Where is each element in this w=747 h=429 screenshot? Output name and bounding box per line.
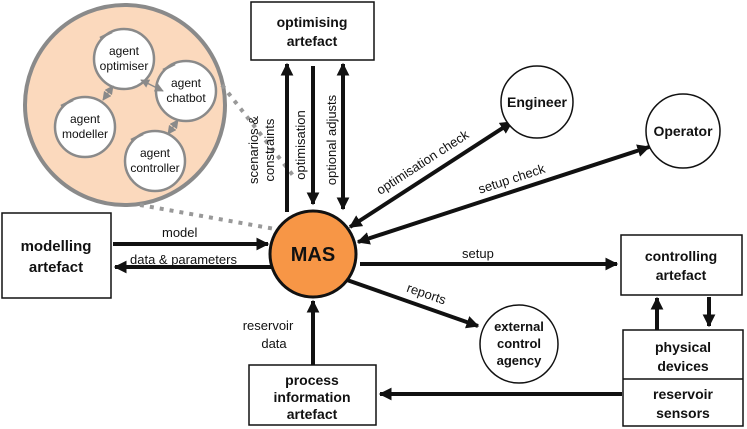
label-optimisation: optimisation [293,110,308,179]
cycle-arrow-icon [162,62,176,72]
cycle-arrow-icon [130,132,144,142]
cycle-arrow-icon [60,98,74,108]
agent-link-optimiser-modeller [102,85,114,101]
external-line2: control [497,336,541,351]
node-operator: Operator [645,93,721,169]
controlling-line2: artefact [656,267,707,283]
node-modelling-artefact: modelling artefact [1,212,112,299]
agent-link-optimiser-chatbot [140,79,164,92]
agent-chatbot-line1: agent [171,76,202,90]
label-optional-adjusts: optional adjusts [324,94,339,185]
process-line3: artefact [287,406,338,422]
sensors-line1: reservoir [653,386,713,402]
agent-optimiser-line1: agent [109,44,140,58]
engineer-label: Engineer [507,94,567,110]
edge-optimisation-check [348,120,514,229]
cycle-arrow-icon [99,30,113,40]
process-line2: information [274,389,351,405]
agent-controller-line2: controller [130,161,179,175]
process-line1: process [285,372,339,388]
optimising-line1: optimising [277,14,348,30]
svg-text:scenarios &constraints: scenarios &constraints [246,116,277,184]
label-reservoir-data-line1: reservoir [243,318,294,333]
agent-controller-line1: agent [140,146,171,160]
node-optimising-artefact: optimising artefact [250,1,375,61]
agent-modeller-line1: agent [70,112,101,126]
label-reservoir-data-line2: data [261,336,287,351]
label-model: model [162,225,198,240]
node-mas: MAS [268,209,358,299]
node-controlling-artefact: controlling artefact [620,234,743,296]
edge-setup-check [356,144,651,245]
mas-label: MAS [291,244,335,266]
agent-link-chatbot-controller [167,119,179,135]
node-physical-devices-sensors: physical devices reservoir sensors [622,329,744,427]
controlling-line1: controlling [645,248,717,264]
label-optimisation-check: optimisation check [374,127,472,198]
label-scenarios-line2: constraints [262,118,277,181]
agent-chatbot-line2: chatbot [166,91,206,105]
external-line1: external [494,319,544,334]
sensors-line2: sensors [656,405,710,421]
operator-label: Operator [653,123,713,139]
modelling-line1: modelling [21,238,92,255]
edge-reports [346,278,480,329]
physical-line1: physical [655,339,711,355]
modelling-line2: artefact [29,259,83,276]
node-external-control-agency: external control agency [479,304,559,384]
agent-optimiser-line2: optimiser [100,59,149,73]
physical-line2: devices [657,358,709,374]
agent-modeller-line2: modeller [62,127,108,141]
optimising-line2: artefact [287,33,338,49]
label-setup: setup [462,246,494,261]
external-line3: agency [497,353,543,368]
node-engineer: Engineer [500,65,574,139]
label-scenarios-line1: scenarios & [246,116,261,184]
label-data-parameters: data & parameters [130,252,237,267]
edges-group [113,62,716,401]
